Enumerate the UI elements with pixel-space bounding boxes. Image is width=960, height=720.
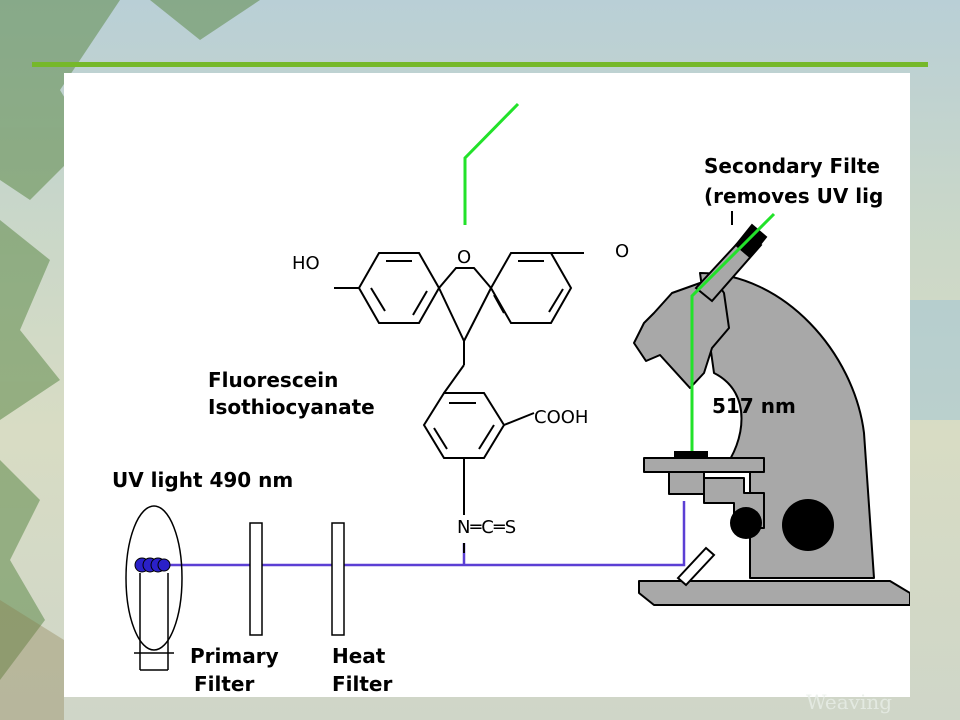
diagram-labels: Secondary Filte (removes UV lig Fluoresc… bbox=[112, 154, 883, 696]
microscope-base bbox=[638, 580, 910, 606]
microscope-stage bbox=[643, 457, 765, 473]
microscope-eyepiece bbox=[694, 223, 768, 303]
compound-name-line1: Fluorescein bbox=[208, 368, 338, 392]
microscope-arm bbox=[699, 272, 875, 579]
heat-filter bbox=[331, 522, 345, 636]
watermark: Weaving bbox=[806, 690, 893, 714]
ring-oxygen-label: O bbox=[457, 247, 471, 268]
emission-wavelength-label: 517 nm bbox=[712, 394, 796, 418]
emission-beam-molecule bbox=[463, 102, 520, 225]
secondary-filter-label: Secondary Filte bbox=[704, 154, 880, 178]
emission-beam bbox=[463, 102, 776, 451]
microscope-objective bbox=[674, 451, 708, 457]
atom-labels: HO O O COOH N═C═S bbox=[292, 241, 629, 538]
microscope bbox=[633, 272, 910, 606]
central-pyran bbox=[438, 267, 492, 342]
primary-filter-label-2: Filter bbox=[194, 672, 254, 696]
uv-light-label: UV light 490 nm bbox=[112, 468, 293, 492]
slide-content: HO O O COOH N═C═S Secondary Filte (remov… bbox=[64, 73, 910, 697]
dichroic-mirror bbox=[676, 546, 716, 587]
fluorescein-structure bbox=[334, 252, 584, 553]
phenyl-ring bbox=[422, 392, 506, 459]
uv-beam-path bbox=[164, 501, 686, 567]
carbonyl-oxygen-label: O bbox=[615, 241, 629, 262]
uv-lamp bbox=[125, 505, 183, 671]
hydroxyl-label: HO bbox=[292, 253, 320, 274]
uv-lamp-stand bbox=[134, 573, 174, 671]
emission-beam-microscope bbox=[690, 212, 776, 451]
uv-lamp-housing bbox=[125, 505, 183, 651]
microscope-head bbox=[633, 277, 730, 389]
heat-filter-label-2: Filter bbox=[332, 672, 392, 696]
primary-filter bbox=[249, 522, 263, 636]
heat-filter-label: Heat bbox=[332, 644, 386, 668]
primary-filter-label: Primary bbox=[190, 644, 279, 668]
carboxyl-label: COOH bbox=[534, 407, 588, 428]
uv-beam bbox=[164, 501, 686, 567]
secondary-filter-note: (removes UV lig bbox=[704, 184, 883, 208]
compound-name-line2: Isothiocyanate bbox=[208, 395, 375, 419]
uv-lamp-bulb bbox=[134, 557, 171, 573]
fluorescence-microscopy-diagram: HO O O COOH N═C═S Secondary Filte (remov… bbox=[112, 102, 910, 696]
isothiocyanate-label: N═C═S bbox=[457, 517, 516, 538]
accent-rule bbox=[32, 62, 928, 67]
coarse-focus-knob bbox=[782, 499, 834, 551]
fine-focus-knob bbox=[730, 507, 762, 539]
microscope-condenser bbox=[668, 471, 705, 495]
